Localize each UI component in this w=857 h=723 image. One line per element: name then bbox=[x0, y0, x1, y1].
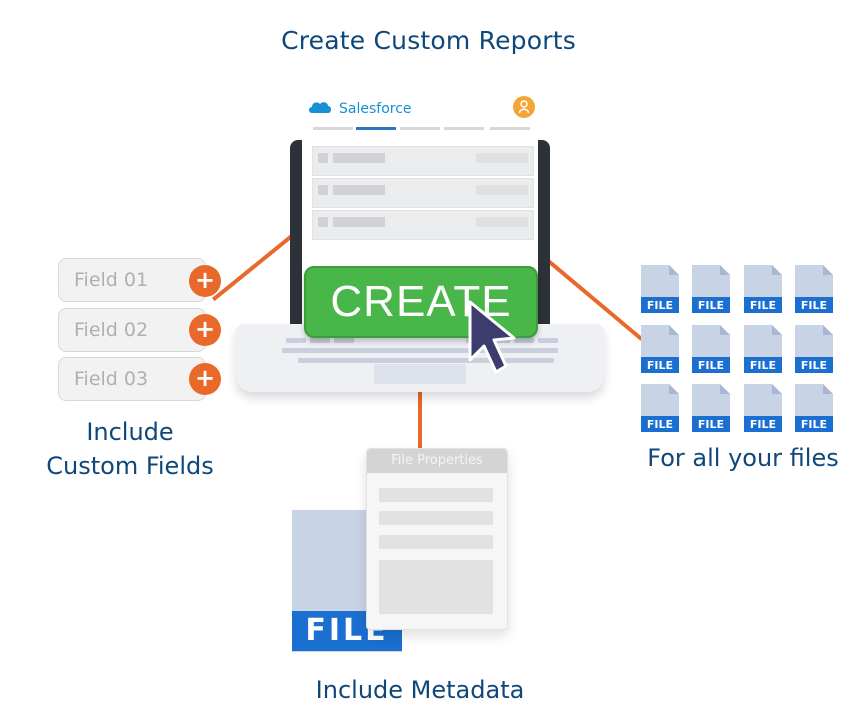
report-row bbox=[312, 146, 534, 176]
connector-line-metadata bbox=[418, 392, 422, 450]
add-field-icon[interactable]: + bbox=[189, 314, 221, 346]
property-row bbox=[379, 511, 493, 525]
file-icon-label: FILE bbox=[698, 299, 724, 312]
mouse-cursor-icon bbox=[468, 300, 516, 374]
custom-field-1[interactable]: Field 01 bbox=[58, 258, 206, 302]
file-icon[interactable]: FILE bbox=[795, 384, 833, 432]
file-icon[interactable]: FILE bbox=[641, 325, 679, 373]
file-properties-title: File Properties bbox=[367, 449, 507, 473]
metadata-caption: Include Metadata bbox=[315, 676, 525, 704]
file-icon-label: FILE bbox=[647, 418, 673, 431]
add-field-icon[interactable]: + bbox=[189, 265, 221, 297]
salesforce-brand-label: Salesforce bbox=[339, 101, 412, 117]
tab-3[interactable] bbox=[400, 127, 440, 130]
file-icon-label: FILE bbox=[647, 359, 673, 372]
file-icon-label: FILE bbox=[698, 359, 724, 372]
file-icon-label: FILE bbox=[801, 359, 827, 372]
file-icon-label: FILE bbox=[750, 359, 776, 372]
app-header bbox=[302, 88, 538, 132]
file-icon-label: FILE bbox=[698, 418, 724, 431]
file-icon-label: FILE bbox=[647, 299, 673, 312]
custom-fields-caption: Include Custom Fields bbox=[30, 415, 230, 483]
property-row bbox=[379, 535, 493, 549]
file-icon[interactable]: FILE bbox=[744, 265, 782, 313]
add-field-icon[interactable]: + bbox=[189, 363, 221, 395]
files-caption: For all your files bbox=[647, 444, 839, 472]
file-icon[interactable]: FILE bbox=[744, 384, 782, 432]
file-icon[interactable]: FILE bbox=[692, 265, 730, 313]
report-row bbox=[312, 210, 534, 240]
file-icon-label: FILE bbox=[801, 418, 827, 431]
custom-field-3[interactable]: Field 03 bbox=[58, 357, 206, 401]
file-icon[interactable]: FILE bbox=[795, 325, 833, 373]
report-row bbox=[312, 178, 534, 208]
file-icon[interactable]: FILE bbox=[641, 265, 679, 313]
file-icon-label: FILE bbox=[801, 299, 827, 312]
tab-4[interactable] bbox=[444, 127, 484, 130]
tab-2[interactable] bbox=[356, 127, 396, 130]
salesforce-cloud-icon bbox=[309, 102, 331, 113]
user-icon bbox=[519, 100, 529, 114]
file-icon-label: FILE bbox=[750, 418, 776, 431]
file-icon[interactable]: FILE bbox=[692, 325, 730, 373]
tab-5[interactable] bbox=[490, 127, 530, 130]
connector-line-fields bbox=[212, 228, 301, 302]
custom-fields-caption-line2: Custom Fields bbox=[46, 452, 214, 480]
custom-fields-caption-line1: Include bbox=[86, 418, 174, 446]
file-icon[interactable]: FILE bbox=[795, 265, 833, 313]
property-row bbox=[379, 560, 493, 614]
tab-1[interactable] bbox=[313, 127, 353, 130]
file-icon[interactable]: FILE bbox=[744, 325, 782, 373]
file-icon[interactable]: FILE bbox=[641, 384, 679, 432]
property-row bbox=[379, 488, 493, 502]
diagram-title: Create Custom Reports bbox=[281, 26, 576, 55]
file-icon[interactable]: FILE bbox=[692, 384, 730, 432]
custom-field-2[interactable]: Field 02 bbox=[58, 308, 206, 352]
laptop-trackpad bbox=[374, 364, 466, 384]
file-icon-label: FILE bbox=[750, 299, 776, 312]
